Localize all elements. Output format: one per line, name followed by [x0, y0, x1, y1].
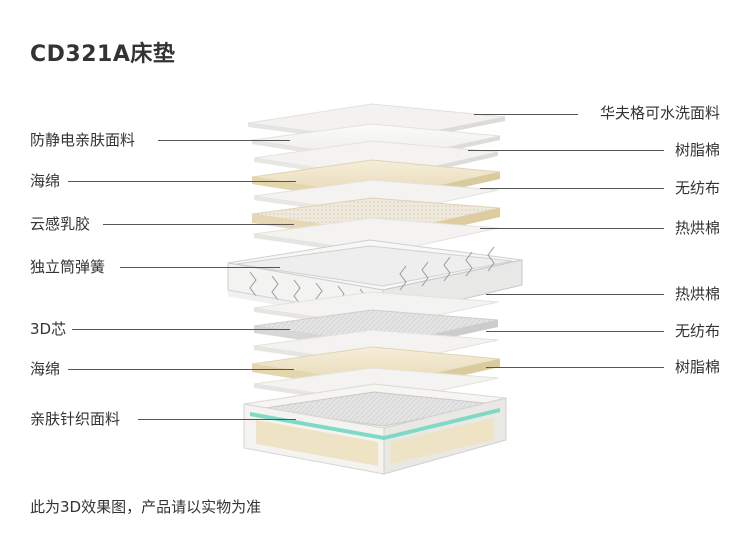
leader-line: [68, 181, 296, 182]
label-hot-air-cotton-top: 热烘棉: [675, 219, 720, 237]
label-nonwoven-top: 无纺布: [675, 179, 720, 197]
label-waffle-fabric: 华夫格可水洗面料: [600, 104, 720, 122]
label-antistatic-fabric: 防静电亲肤面料: [30, 131, 135, 149]
label-nonwoven-bottom: 无纺布: [675, 322, 720, 340]
label-resin-cotton-bottom: 树脂棉: [675, 358, 720, 376]
layer-knit-fabric-base: [244, 384, 506, 474]
leader-line: [468, 150, 664, 151]
leader-line: [486, 331, 664, 332]
leader-line: [103, 224, 294, 225]
label-pocket-springs: 独立筒弹簧: [30, 258, 105, 276]
disclaimer-note: 此为3D效果图，产品请以实物为准: [30, 496, 261, 517]
leader-line: [474, 114, 578, 115]
label-3d-core: 3D芯: [30, 320, 66, 338]
label-hot-air-cotton-bottom: 热烘棉: [675, 285, 720, 303]
leader-line: [158, 140, 290, 141]
label-foam-bottom: 海绵: [30, 360, 60, 378]
label-knit-fabric: 亲肤针织面料: [30, 410, 120, 428]
label-foam-top: 海绵: [30, 172, 60, 190]
leader-line: [68, 369, 294, 370]
leader-line: [120, 267, 280, 268]
leader-line: [72, 329, 290, 330]
leader-line: [138, 419, 296, 420]
label-latex: 云感乳胶: [30, 215, 90, 233]
label-resin-cotton-top: 树脂棉: [675, 141, 720, 159]
leader-line: [480, 188, 664, 189]
leader-line: [480, 228, 664, 229]
leader-line: [486, 294, 664, 295]
leader-line: [486, 367, 664, 368]
